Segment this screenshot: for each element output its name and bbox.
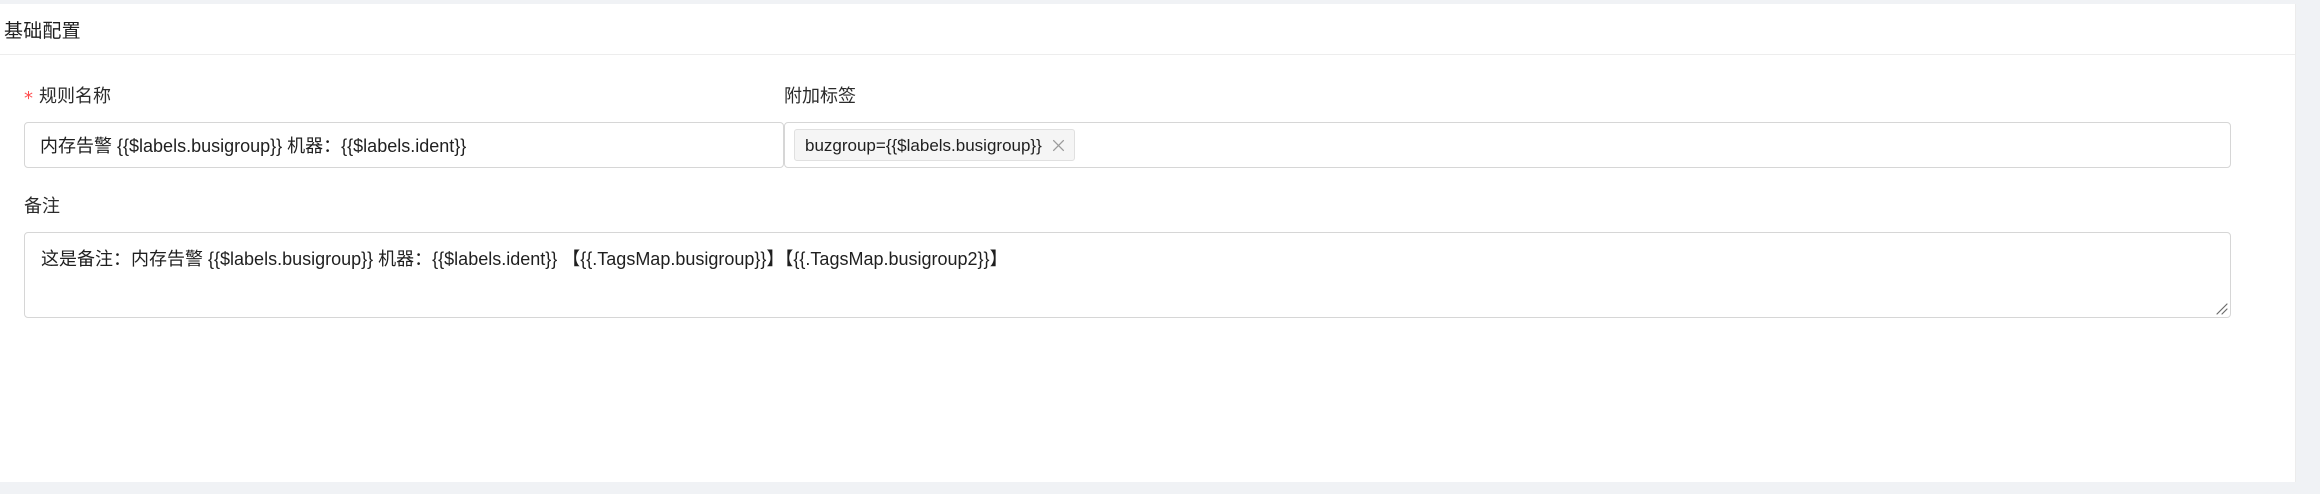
- tag-chip[interactable]: buzgroup={{$labels.busigroup}}: [794, 129, 1075, 161]
- field-rule-name: * 规则名称 内存告警 {{$labels.busigroup}} 机器：{{$…: [24, 86, 784, 168]
- remark-textarea[interactable]: 这是备注：内存告警 {{$labels.busigroup}} 机器：{{$la…: [24, 232, 2231, 318]
- rule-name-input[interactable]: 内存告警 {{$labels.busigroup}} 机器：{{$labels.…: [24, 122, 784, 168]
- remark-label-text: 备注: [24, 196, 60, 216]
- rule-name-input-value: 内存告警 {{$labels.busigroup}} 机器：{{$labels.…: [40, 136, 467, 156]
- extra-tags-label-text: 附加标签: [784, 86, 856, 106]
- field-extra-tags-inner: 附加标签 buzgroup={{$labels.busigroup}}: [784, 86, 2231, 168]
- field-remark: 备注 这是备注：内存告警 {{$labels.busigroup}} 机器：{{…: [24, 168, 2231, 318]
- field-extra-tags: 附加标签 buzgroup={{$labels.busigroup}}: [784, 86, 2295, 168]
- tag-chip-label: buzgroup={{$labels.busigroup}}: [805, 135, 1042, 155]
- remark-label: 备注: [24, 196, 2231, 216]
- close-icon[interactable]: [1051, 138, 1066, 153]
- extra-tags-label: 附加标签: [784, 86, 2231, 106]
- rule-name-label: * 规则名称: [24, 86, 784, 109]
- rule-name-label-text: 规则名称: [39, 86, 111, 106]
- form-row-top: * 规则名称 内存告警 {{$labels.busigroup}} 机器：{{$…: [0, 55, 2295, 168]
- basic-config-card: 基础配置 * 规则名称 内存告警 {{$labels.busigroup}} 机…: [0, 4, 2296, 482]
- required-asterisk-icon: *: [24, 88, 33, 109]
- card-header: 基础配置: [0, 4, 2295, 55]
- card-body: * 规则名称 内存告警 {{$labels.busigroup}} 机器：{{$…: [0, 55, 2295, 318]
- resize-grip-icon[interactable]: [2212, 299, 2228, 315]
- card-title: 基础配置: [4, 20, 81, 42]
- extra-tags-input[interactable]: buzgroup={{$labels.busigroup}}: [784, 122, 2231, 168]
- remark-textarea-value: 这是备注：内存告警 {{$labels.busigroup}} 机器：{{$la…: [41, 249, 1008, 269]
